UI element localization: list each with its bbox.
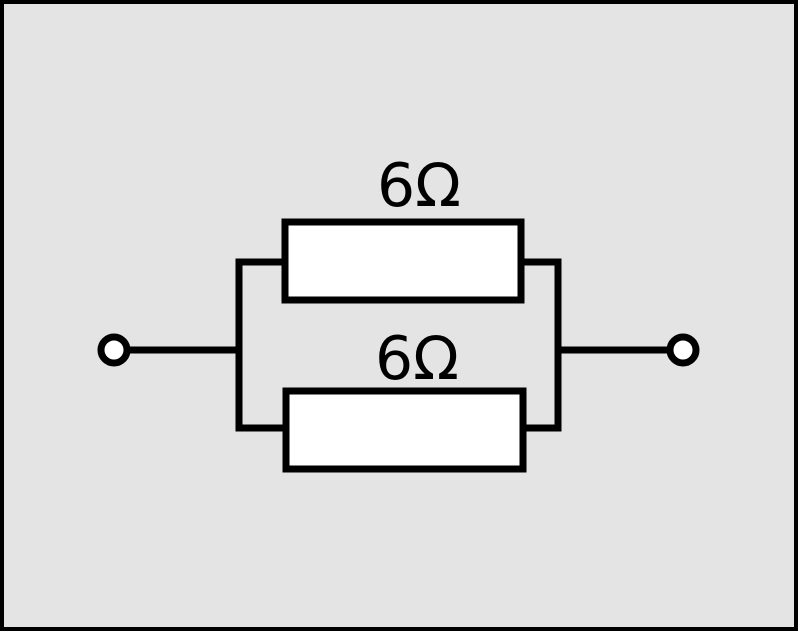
terminal-right <box>666 333 700 367</box>
resistor-bottom-label: 6Ω <box>375 324 459 394</box>
resistor-top-label: 6Ω <box>377 151 461 221</box>
terminal-left <box>97 333 131 367</box>
right-bus-wire <box>521 258 562 432</box>
resistor-top <box>281 218 525 304</box>
left-bus-wire <box>235 258 285 432</box>
resistor-bottom <box>282 387 527 473</box>
